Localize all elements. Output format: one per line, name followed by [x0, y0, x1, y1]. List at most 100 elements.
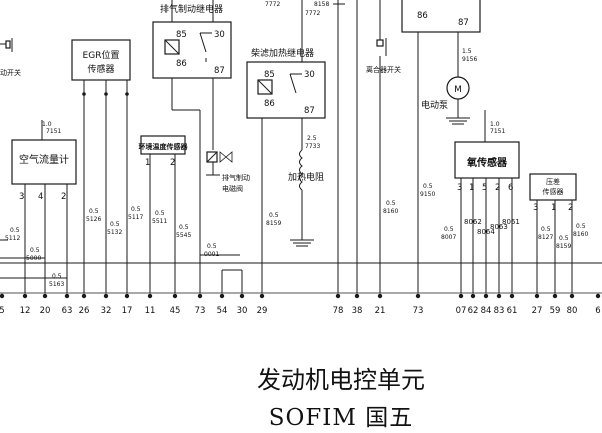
ecu-pin-dot — [197, 293, 203, 299]
pressure-label-2: 传感器 — [543, 187, 564, 196]
relay1-pin87: 87 — [214, 66, 225, 76]
relay1-pin86: 86 — [176, 59, 187, 69]
w8007-c: 8007 — [441, 234, 456, 241]
ecu-pin-number: 11 — [145, 306, 156, 316]
ecu-pin-number: 27 — [532, 306, 543, 316]
w-pump-code: 9156 — [462, 56, 477, 63]
w0001-g: 0.5 — [207, 243, 217, 250]
ecu-pin-dot — [552, 293, 558, 299]
w5511-c: 5511 — [152, 218, 167, 225]
ecu-pin-number: 12 — [20, 306, 31, 316]
ox-pin-2: 2 — [495, 183, 500, 193]
ecu-pin-number: 73 — [195, 306, 206, 316]
relay3-pin87: 87 — [458, 18, 469, 28]
ecu-pin-number: 80 — [567, 306, 578, 316]
w8159b-c: 8159 — [556, 243, 571, 250]
w5117-c: 5117 — [128, 214, 143, 221]
pd-pin-2: 2 — [568, 203, 573, 213]
af-pin-4: 4 — [38, 192, 43, 202]
switch-label: 动开关 — [0, 68, 21, 77]
ecu-pin-dot — [103, 293, 109, 299]
pressure-diff-sensor: 压差 传感器 3 1 2 — [529, 173, 577, 293]
w8061-c: 8061 — [502, 218, 520, 226]
w-af-gauge: 1.0 — [42, 121, 52, 128]
af-pin-2: 2 — [61, 192, 66, 202]
ecu-pin-dot — [124, 293, 130, 299]
ecu-pin-dot — [42, 293, 48, 299]
w5126-c: 5126 — [86, 216, 101, 223]
relay2-pin87: 87 — [304, 106, 315, 116]
ecu-pin-number: 29 — [257, 306, 268, 316]
ecu-pin-dot — [335, 293, 341, 299]
motor-symbol: M — [454, 85, 462, 95]
ecu-pin-dot — [259, 293, 265, 299]
air-flow-meter-label: 空气流量计 — [19, 153, 69, 166]
w8160b-g: 0.5 — [576, 223, 586, 230]
ecu-pin-dot — [569, 293, 575, 299]
w8127-c: 8127 — [538, 234, 553, 241]
ecu-pin-dot — [64, 293, 70, 299]
relay3-pin86: 86 — [417, 11, 428, 21]
relay-top-right: 86 87 — [401, 0, 481, 293]
relay1-pin85: 85 — [176, 30, 187, 40]
relay1-pin30: 30 — [214, 30, 225, 40]
ecu-pin-number: 20 — [40, 306, 51, 316]
w5545-c: 5545 — [176, 232, 191, 239]
w5000-g: 0.5 — [30, 247, 40, 254]
w-heater-code: 7733 — [305, 143, 320, 150]
switch-partial: 动开关 — [0, 38, 21, 77]
ecu-pin-number: 21 — [375, 306, 386, 316]
w-pump-gauge: 1.5 — [462, 48, 472, 55]
w8062-c: 8062 — [464, 218, 482, 226]
wire-labels: 0.5 5112 0.5 5000 0.5 5163 0.5 5126 0.5 … — [5, 183, 588, 288]
electric-pump-label: 电动泵 — [421, 99, 448, 111]
w-af-code: 7151 — [46, 128, 61, 135]
exhaust-brake-relay-label: 排气制动继电器 — [160, 3, 223, 15]
ecu-pin-dot — [595, 293, 601, 299]
w5163-c: 5163 — [49, 281, 64, 288]
w5000-c: 5000 — [26, 255, 41, 262]
ecu-pin-number: 17 — [122, 306, 133, 316]
w8159b-g: 0.5 — [559, 235, 569, 242]
ecu-pin-dot — [239, 293, 245, 299]
ecu-pin-dot — [377, 293, 383, 299]
ecu-pin-number: 30 — [237, 306, 248, 316]
af-pin-3: 3 — [19, 192, 24, 202]
clutch-switch-label: 离合器开关 — [366, 65, 401, 74]
egr-sensor: EGR位置 传感器 — [71, 39, 131, 293]
ecu-pin-number: 6 — [595, 306, 600, 316]
w5163-g: 0.5 — [52, 273, 62, 280]
ecu-pin-number: 59 — [550, 306, 561, 316]
w5112-c: 5112 — [5, 235, 20, 242]
relay2-pin30: 30 — [304, 70, 315, 80]
ecu-pin-number: 84 — [481, 306, 492, 316]
ecu-pin-dot — [496, 293, 502, 299]
diagram-subtitle: SOFIM 国五 — [268, 405, 414, 431]
ecu-pin-dot — [22, 293, 28, 299]
ground-bracket — [200, 254, 243, 293]
w5126-g: 0.5 — [89, 208, 99, 215]
ecu-pin-dot — [219, 293, 225, 299]
ecu-pin-dot — [483, 293, 489, 299]
w5545-g: 0.5 — [179, 224, 189, 231]
ecu-pin-number: 32 — [101, 306, 112, 316]
ecu-pin-number: 26 — [79, 306, 90, 316]
ambient-temp-label: 环境温度传感器 — [139, 142, 189, 151]
w8159a-c: 8159 — [266, 220, 281, 227]
w5112-g: 0.5 — [10, 227, 20, 234]
w-top-c: 8158 — [314, 1, 329, 8]
ox-pin-1: 1 — [469, 183, 474, 193]
oxygen-sensor: 1.0 7151 氧传感器 3 1 5 2 6 — [454, 110, 520, 293]
w8007-g: 0.5 — [444, 226, 454, 233]
electric-pump: 1.5 9156 M 电动泵 — [421, 48, 477, 125]
ecu-pin-number: 63 — [62, 306, 73, 316]
ecu-pin-number: 07 — [456, 306, 467, 316]
w5132-g: 0.5 — [110, 221, 120, 228]
w8063-c: 8063 — [490, 223, 508, 231]
ecu-pin-number: 54 — [217, 306, 228, 316]
ecu-pin-dot — [509, 293, 515, 299]
amb-pin-2: 2 — [170, 158, 175, 168]
w-top-b: 7772 — [305, 10, 320, 17]
ecu-pin-dot — [470, 293, 476, 299]
